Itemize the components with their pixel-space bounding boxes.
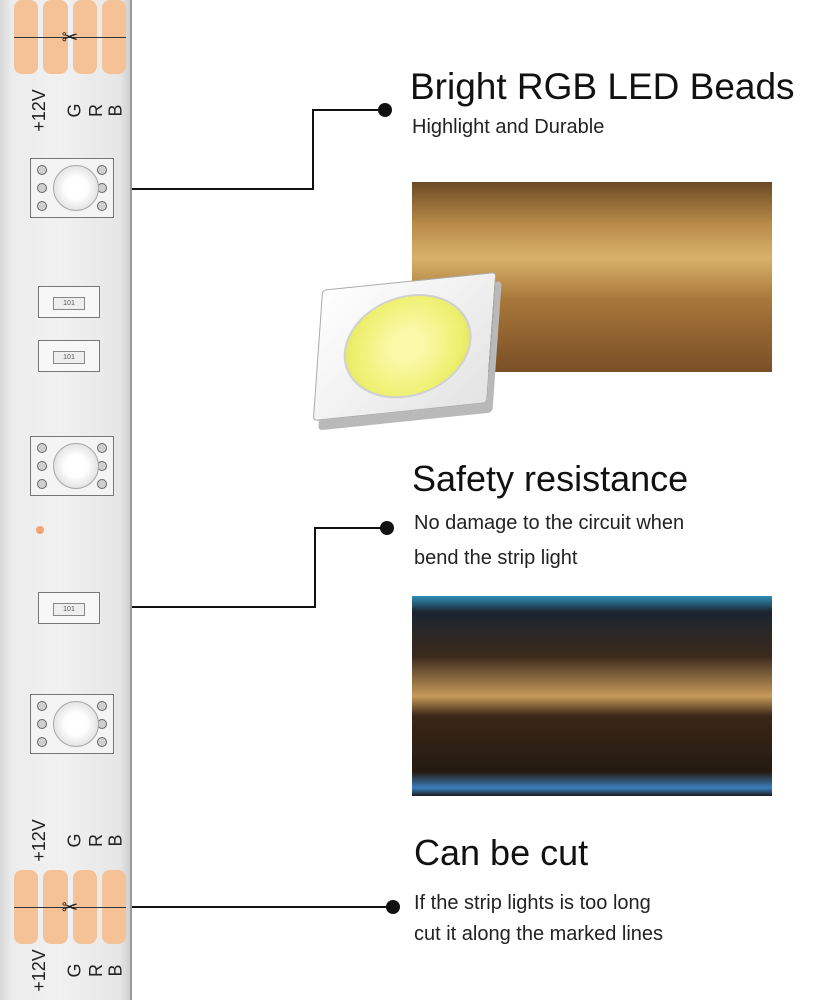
callout-line [132,188,314,190]
pin-labels-mid: +12V G R B [14,819,126,862]
resistor: 101 [38,592,100,624]
pin-label: B [105,834,126,847]
pin-label: B [105,104,126,117]
feature-desc: bend the strip light [414,547,578,569]
cut-line [14,907,126,908]
led-chip [30,694,114,754]
led-strip: ✂ +12V G R B 101 101 101 +12V G R B ✂ +1… [0,0,132,1000]
pin-labels-bottom: +12V G R B [14,949,126,992]
smd-led-chip-image [312,271,505,439]
callout-line [314,527,316,608]
scissors-icon: ✂ [61,897,79,919]
pin-label: B [105,964,126,977]
callout-line [132,906,390,908]
callout-bullet [378,103,392,117]
resistor: 101 [38,340,100,372]
cut-line [14,37,126,38]
callout-bullet [380,521,394,535]
pin-label: R [85,964,106,977]
pin-label: +12V [28,819,49,862]
callout-bullet [386,900,400,914]
feature-title: Can be cut [414,832,589,873]
pin-label: +12V [28,89,49,132]
feature-desc: cut it along the marked lines [414,923,664,945]
feature-title: Safety resistance [412,458,689,499]
pin-label: R [85,834,106,847]
led-chip [30,436,114,496]
callout-line [132,606,316,608]
feature-desc: Highlight and Durable [412,116,605,138]
indicator-dot [36,526,44,534]
callout-line [312,109,384,111]
feature-title: Bright RGB LED Beads [410,66,795,107]
resistor: 101 [38,286,100,318]
kitchen-photo [412,596,772,796]
pin-labels-top: +12V G R B [14,89,126,132]
pin-label: G [64,103,85,118]
feature-desc: If the strip lights is too long [414,892,651,914]
pin-label: G [64,963,85,978]
callout-line [314,527,386,529]
feature-desc: No damage to the circuit when [414,512,685,534]
callout-line [312,109,314,190]
scissors-icon: ✂ [61,27,79,49]
led-chip [30,158,114,218]
pin-label: +12V [28,949,49,992]
pin-label: G [64,833,85,848]
pin-label: R [85,104,106,117]
